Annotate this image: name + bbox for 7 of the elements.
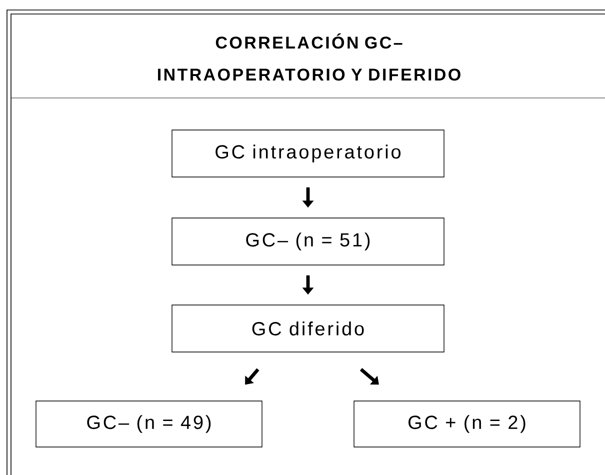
- process-box: GC + (n = 2): [354, 400, 580, 448]
- arrow: [360, 368, 379, 385]
- process-box: GC intraoperatorio: [172, 130, 444, 178]
- process-box: GC– (n = 51): [172, 218, 444, 266]
- process-box: GC– (n = 49): [36, 400, 262, 448]
- title: CORRELACIÓN GC– INTRAOPERATORIO Y DIFERIDO: [158, 33, 460, 81]
- process-box: GC diferido: [172, 304, 444, 352]
